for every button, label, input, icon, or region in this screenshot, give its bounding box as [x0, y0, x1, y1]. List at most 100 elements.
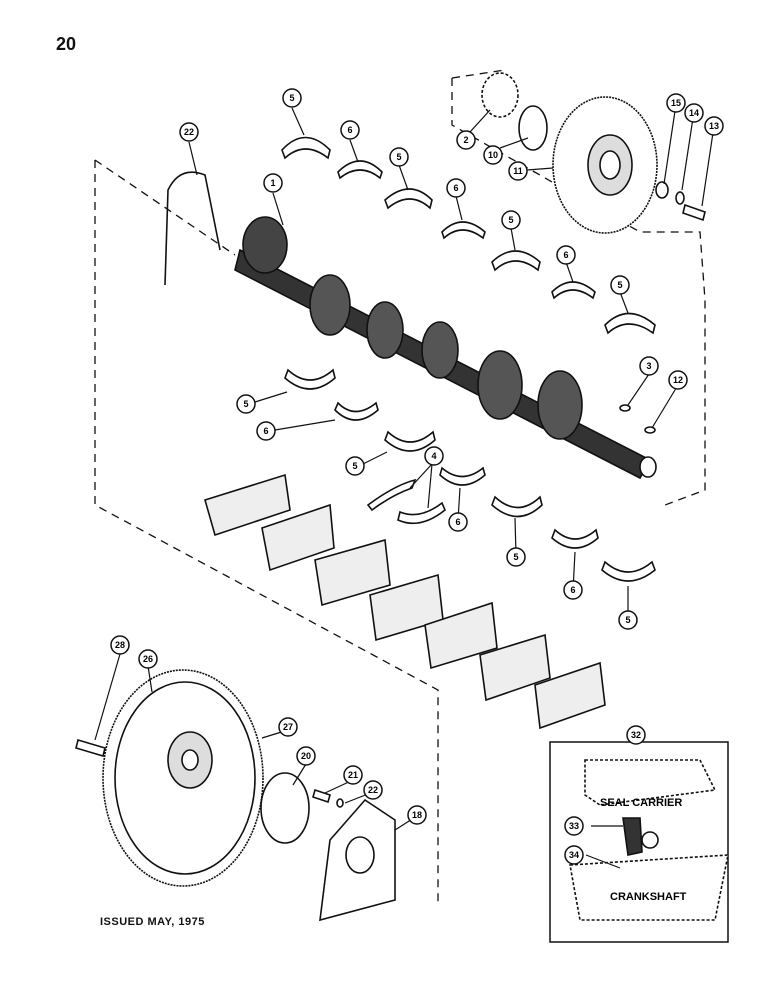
lockwasher-14	[675, 191, 685, 205]
timing-gear-2	[481, 72, 519, 118]
washer-22	[336, 798, 344, 808]
bearing-shell-5d	[604, 312, 656, 335]
garter-spring	[641, 831, 659, 849]
callout-3: 3	[639, 356, 659, 376]
callout-5: 5	[506, 547, 526, 567]
callout-14: 14	[684, 103, 704, 123]
bearing-cap-1	[204, 473, 291, 537]
callout-11: 11	[508, 161, 528, 181]
callout-12: 12	[668, 370, 688, 390]
bearing-shell-6b	[441, 221, 486, 240]
svg-text:6: 6	[570, 585, 575, 595]
flywheel-26	[102, 669, 264, 887]
crankshaft-section	[569, 854, 729, 921]
bearing-cap-6	[479, 633, 551, 702]
svg-text:28: 28	[115, 640, 125, 650]
key-3	[619, 404, 631, 412]
svg-text:10: 10	[488, 150, 498, 160]
svg-text:12: 12	[673, 375, 683, 385]
crankshaft-1	[234, 216, 657, 480]
bearing-shell-6a	[337, 160, 383, 180]
callout-5: 5	[618, 610, 638, 630]
seal-lip	[622, 817, 643, 856]
callout-34: 34	[564, 845, 584, 865]
svg-text:5: 5	[625, 615, 630, 625]
bolt-13	[682, 203, 706, 222]
bearing-shell-6e	[334, 401, 379, 421]
svg-text:26: 26	[143, 654, 153, 664]
svg-text:5: 5	[396, 152, 401, 162]
callout-5: 5	[389, 147, 409, 167]
svg-text:5: 5	[243, 399, 248, 409]
rear-seal-20	[164, 171, 221, 286]
callout-15: 15	[666, 93, 686, 113]
bearing-shell-5f	[384, 430, 436, 452]
svg-text:14: 14	[689, 108, 699, 118]
bolt-21	[312, 788, 331, 804]
bearing-shell-5h	[601, 560, 656, 582]
svg-text:5: 5	[617, 280, 622, 290]
svg-text:5: 5	[513, 552, 518, 562]
seal-carrier-label: SEAL CARRIER	[600, 797, 682, 809]
bearing-cap-7	[534, 661, 606, 730]
svg-text:34: 34	[569, 850, 579, 860]
callout-1: 1	[263, 173, 283, 193]
callout-6: 6	[563, 580, 583, 600]
callout-22: 22	[363, 780, 383, 800]
seal-carrier-section	[584, 759, 717, 806]
svg-text:6: 6	[453, 183, 458, 193]
callout-6: 6	[256, 421, 276, 441]
callout-6: 6	[340, 120, 360, 140]
svg-text:20: 20	[301, 751, 311, 761]
bearing-cap-2	[261, 503, 335, 572]
rear-seal-19	[260, 772, 310, 844]
bearing-shell-6f	[439, 466, 486, 486]
svg-text:21: 21	[348, 770, 358, 780]
bearing-cap-5	[424, 601, 498, 670]
callout-33: 33	[564, 816, 584, 836]
callout-6: 6	[556, 245, 576, 265]
svg-text:22: 22	[184, 127, 194, 137]
bolt-28	[75, 738, 106, 758]
crankshaft-label: CRANKSHAFT	[610, 891, 687, 903]
callout-5: 5	[345, 456, 365, 476]
thrust-washer-4a	[366, 478, 417, 512]
svg-text:1: 1	[270, 178, 275, 188]
callout-5: 5	[501, 210, 521, 230]
callout-4: 4	[424, 446, 444, 466]
callout-19: 20	[296, 746, 316, 766]
pulley-11	[552, 96, 658, 234]
svg-text:22: 22	[368, 785, 378, 795]
bearing-shell-5b	[384, 188, 433, 210]
callout-18: 18	[407, 805, 427, 825]
svg-text:18: 18	[412, 810, 422, 820]
callout-6: 6	[446, 178, 466, 198]
crankshaft-group-boundary	[94, 159, 439, 905]
bearing-shell-5g	[491, 495, 543, 518]
bearing-shell-5c	[491, 250, 541, 272]
svg-text:2: 2	[463, 135, 468, 145]
callout-26: 26	[138, 649, 158, 669]
svg-text:6: 6	[347, 125, 352, 135]
callout-5: 5	[282, 88, 302, 108]
callout-20: 22	[179, 122, 199, 142]
svg-text:5: 5	[352, 461, 357, 471]
front-seal-10	[518, 105, 548, 151]
callout-28: 28	[110, 635, 130, 655]
svg-text:6: 6	[455, 517, 460, 527]
callout-21: 21	[343, 765, 363, 785]
page-number: 20	[56, 34, 77, 54]
callout-32: 32	[626, 725, 646, 745]
bearing-shell-6g	[551, 528, 599, 549]
thrust-washer-4b	[397, 501, 446, 525]
bearing-shell-5a	[281, 136, 331, 160]
svg-text:13: 13	[709, 121, 719, 131]
svg-text:6: 6	[263, 426, 268, 436]
washer-15	[655, 181, 669, 199]
bearing-cap-3	[314, 538, 391, 607]
callout-5: 5	[236, 394, 256, 414]
svg-text:15: 15	[671, 98, 681, 108]
callout-2: 2	[456, 130, 476, 150]
issued-date: ISSUED MAY, 1975	[100, 916, 205, 928]
